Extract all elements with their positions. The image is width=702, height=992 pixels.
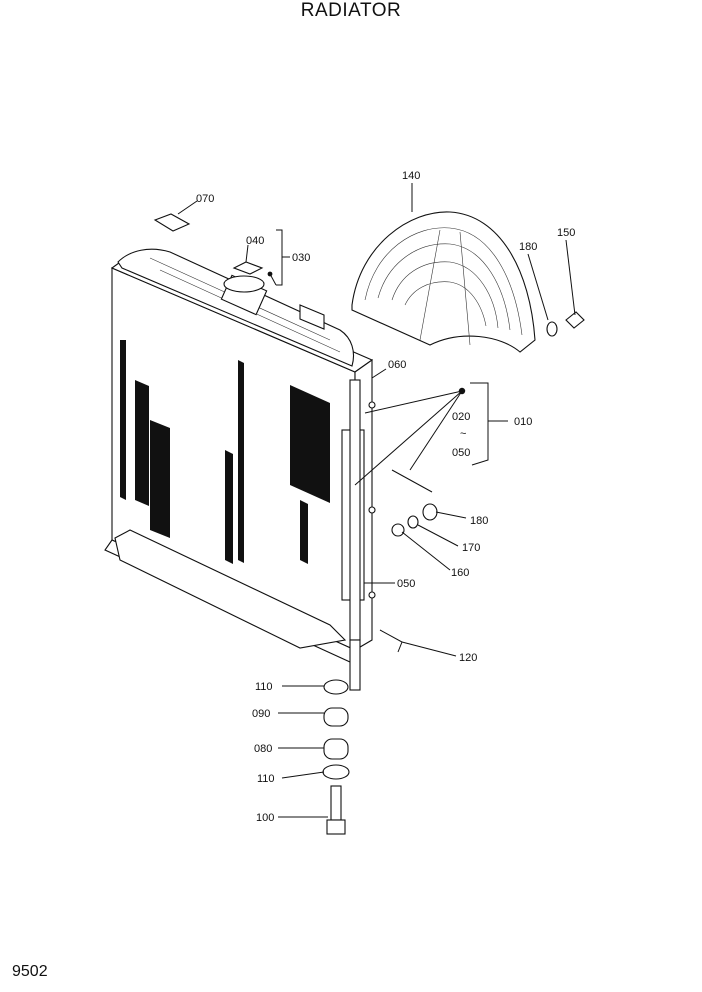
callout-120: 120 [459, 652, 477, 664]
callout-090: 090 [252, 708, 270, 720]
page-title: RADIATOR [300, 0, 402, 21]
radiator-hardware [153, 213, 585, 835]
callout-labels: 070 040 030 140 180 150 060 020 ~ 050 01… [196, 170, 575, 824]
callout-080: 080 [254, 743, 272, 755]
leader-lines [177, 183, 576, 818]
callout-060: 060 [388, 359, 406, 371]
callout-050-range: 050 [452, 447, 470, 459]
callout-range-separator: ~ [460, 428, 466, 440]
page-code: 9502 [12, 963, 48, 980]
callout-160: 160 [451, 567, 469, 579]
callout-150: 150 [557, 227, 575, 239]
callout-010: 010 [514, 416, 532, 428]
callout-110-top: 110 [255, 681, 273, 693]
callout-100: 100 [256, 812, 274, 824]
callout-030: 030 [292, 252, 310, 264]
callout-180-mid: 180 [470, 515, 488, 527]
callout-070: 070 [196, 193, 214, 205]
callout-110-bottom: 110 [257, 773, 275, 785]
callout-170: 170 [462, 542, 480, 554]
callout-040: 040 [246, 235, 264, 247]
radiator-core [104, 248, 376, 691]
callout-180-top: 180 [519, 241, 537, 253]
fan-shroud [351, 211, 536, 353]
callout-140: 140 [402, 170, 420, 182]
callout-020: 020 [452, 411, 470, 423]
callout-050: 050 [397, 578, 415, 590]
